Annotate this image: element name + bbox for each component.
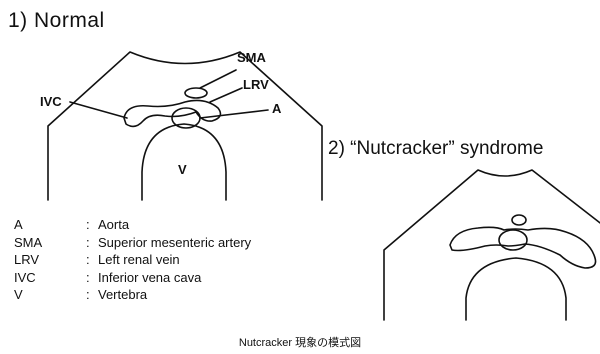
legend-text: Aorta	[98, 216, 129, 234]
legend-item: LRV : Left renal vein	[14, 251, 251, 269]
nutcracker-aorta-shape	[499, 230, 527, 250]
legend-text: Left renal vein	[98, 251, 180, 269]
legend-item: IVC : Inferior vena cava	[14, 269, 251, 287]
legend-separator: :	[86, 269, 98, 287]
label-ivc: IVC	[40, 94, 62, 109]
legend-item: A : Aorta	[14, 216, 251, 234]
normal-lrv-leader	[210, 88, 242, 102]
legend-item: SMA : Superior mesenteric artery	[14, 234, 251, 252]
normal-body-outline	[48, 52, 322, 200]
nutcracker-sma-shape	[512, 215, 526, 225]
normal-aorta-leader	[200, 110, 268, 118]
legend-separator: :	[86, 216, 98, 234]
legend-separator: :	[86, 234, 98, 252]
normal-ivc-leader	[70, 102, 127, 118]
label-aorta: A	[272, 101, 281, 116]
legend-abbr: IVC	[14, 269, 86, 287]
label-lrv: LRV	[243, 77, 269, 92]
label-vertebra: V	[178, 162, 187, 177]
legend-abbr: LRV	[14, 251, 86, 269]
legend-text: Superior mesenteric artery	[98, 234, 251, 252]
label-sma: SMA	[237, 50, 266, 65]
legend-abbr: A	[14, 216, 86, 234]
normal-sma-leader	[200, 70, 236, 88]
legend-abbr: SMA	[14, 234, 86, 252]
nutcracker-vertebra-shape	[466, 258, 566, 320]
legend: A : Aorta SMA : Superior mesenteric arte…	[14, 216, 251, 304]
legend-abbr: V	[14, 286, 86, 304]
legend-item: V : Vertebra	[14, 286, 251, 304]
legend-text: Vertebra	[98, 286, 147, 304]
normal-lrv-band	[124, 100, 220, 126]
legend-text: Inferior vena cava	[98, 269, 201, 287]
figure-caption: Nutcracker 現象の模式図	[0, 334, 600, 350]
legend-separator: :	[86, 251, 98, 269]
normal-aorta-shape	[172, 108, 200, 128]
normal-sma-shape	[185, 88, 207, 98]
legend-separator: :	[86, 286, 98, 304]
